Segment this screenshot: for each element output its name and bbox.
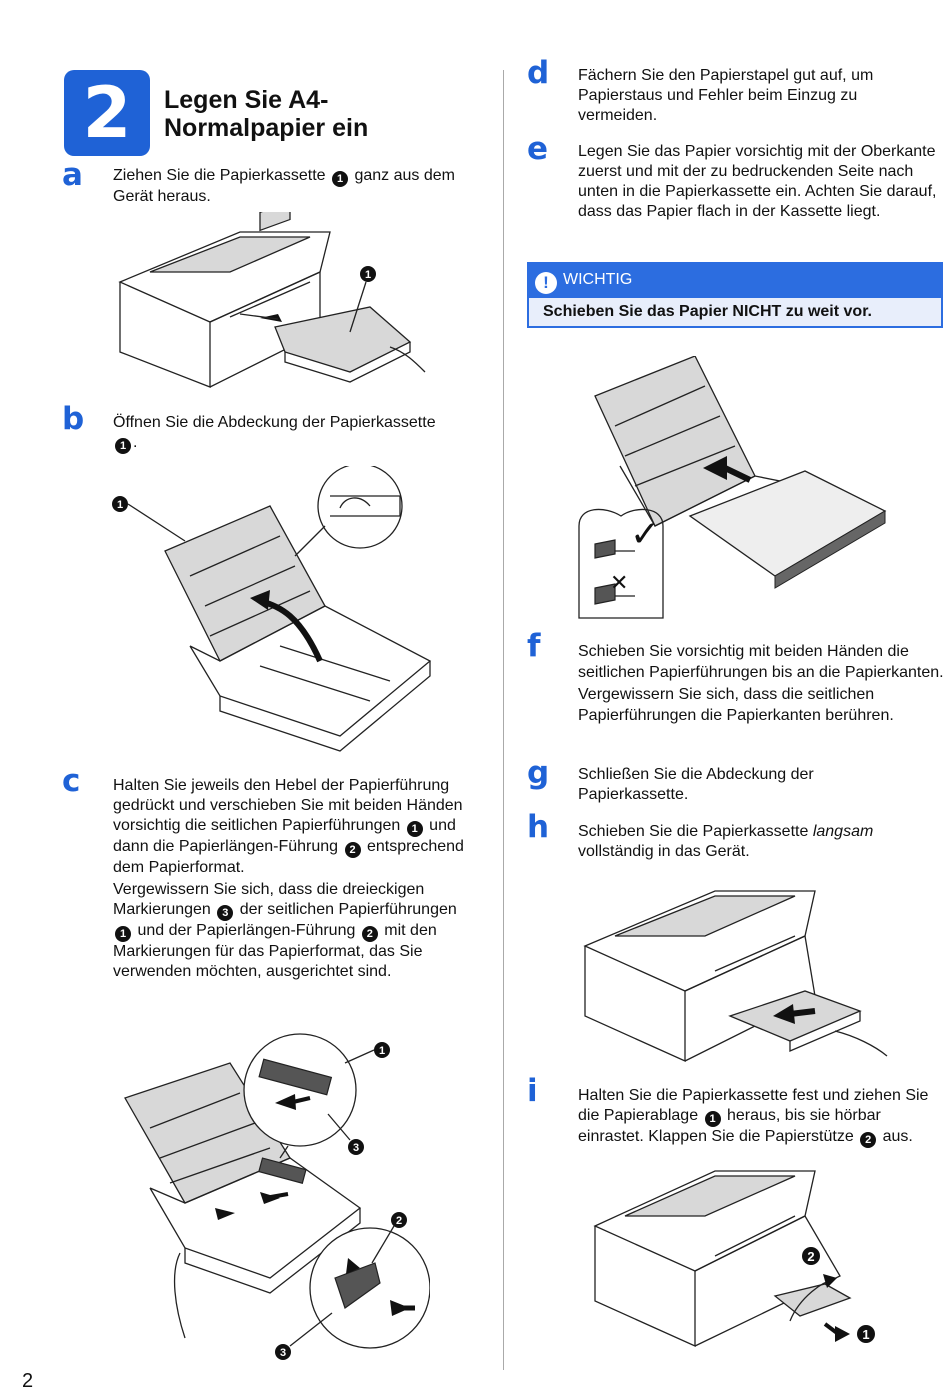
important-header: ! WICHTIG xyxy=(527,262,943,298)
step-letter-c: c xyxy=(62,763,81,799)
cross-mark-icon: ✕ xyxy=(610,571,628,596)
step-e-text: Legen Sie das Papier vorsichtig mit der … xyxy=(578,143,937,220)
callout-2-label: 2 xyxy=(396,1215,402,1227)
column-divider xyxy=(503,70,504,1370)
paper-guides-adjust-illustration: 1 3 2 3 xyxy=(124,1033,430,1360)
check-mark-icon: ✓ xyxy=(630,514,660,555)
callout-1: 1 xyxy=(332,171,349,187)
paper-loading-illustration: ✓ ✕ xyxy=(578,356,887,619)
callout-1: 1 xyxy=(115,438,131,454)
step-c-paragraph-1: Halten Sie jeweils den Hebel der Papierf… xyxy=(113,777,464,876)
callout-2: 2 xyxy=(361,926,378,942)
step-h-text: Schieben Sie die Papierkassette langsam … xyxy=(578,823,874,860)
step-letter-f: f xyxy=(527,628,541,664)
step-a-text: Ziehen Sie die Papierkassette 1 ganz aus… xyxy=(113,167,455,205)
step-letter-i: i xyxy=(527,1073,538,1109)
important-text: Schieben Sie das Papier NICHT zu weit vo… xyxy=(543,303,872,320)
title-line-2: Normalpapier ein xyxy=(164,114,369,142)
callout-2-label: 2 xyxy=(807,1249,814,1264)
callout-1-label: 1 xyxy=(862,1327,869,1342)
callout-3-label: 3 xyxy=(353,1142,359,1154)
callout-1: 1 xyxy=(115,926,131,942)
step-letter-d: d xyxy=(527,55,550,91)
step-letter-a: a xyxy=(62,157,83,193)
step-b-text: Öffnen Sie die Abdeckung der Papierkasse… xyxy=(113,414,436,454)
callout-1-label: 1 xyxy=(379,1045,385,1057)
callout-2: 2 xyxy=(344,842,361,858)
step-d-text: Fächern Sie den Papierstapel gut auf, um… xyxy=(578,67,874,124)
step-i-text: Halten Sie die Papierkassette fest und z… xyxy=(578,1087,929,1148)
tray-cover-open-illustration: 1 xyxy=(112,466,432,752)
important-body: Schieben Sie das Papier NICHT zu weit vo… xyxy=(527,298,943,328)
exclamation-icon: ! xyxy=(535,272,557,294)
step-letter-e: e xyxy=(527,131,549,167)
callout-3-label: 3 xyxy=(280,1347,286,1359)
step-number-badge: 2 xyxy=(64,70,150,156)
step-g-text: Schließen Sie die Abdeckung der Papierka… xyxy=(578,766,814,803)
page-number: 2 xyxy=(22,1370,34,1392)
page-title: Legen Sie A4- Normalpapier ein xyxy=(164,86,464,142)
printer-output-tray-illustration: 2 1 xyxy=(593,1170,875,1348)
printer-drawer-in-illustration xyxy=(583,890,888,1063)
callout-2: 2 xyxy=(860,1132,877,1148)
callout-1: 1 xyxy=(406,821,423,837)
step-letter-h: h xyxy=(527,809,550,845)
callout-1-label: 1 xyxy=(365,269,371,281)
step-letter-g: g xyxy=(527,755,550,791)
step-letter-b: b xyxy=(62,401,85,437)
step-c-paragraph-2: Vergewissern Sie sich, dass die dreiecki… xyxy=(113,881,457,980)
title-line-1: Legen Sie A4- xyxy=(164,86,329,114)
callout-1-label: 1 xyxy=(117,499,123,511)
printer-drawer-out-illustration: 1 xyxy=(118,212,426,388)
important-label: WICHTIG xyxy=(563,271,633,288)
callout-1: 1 xyxy=(704,1111,721,1127)
step-f-text: Schieben Sie vorsichtig mit beiden Hände… xyxy=(578,643,944,725)
callout-3: 3 xyxy=(217,905,234,921)
